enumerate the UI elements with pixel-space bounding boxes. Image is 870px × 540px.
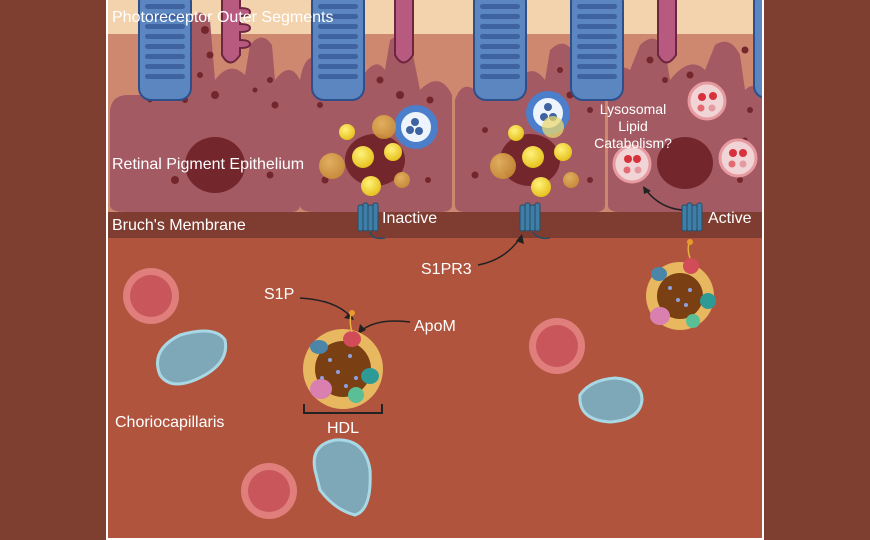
nucleus [657, 137, 713, 189]
label-choriocapillaris: Choriocapillaris [115, 414, 224, 431]
rod-outer-segment [138, 0, 192, 101]
lysosome [718, 138, 758, 178]
label-s1pr3: S1PR3 [421, 261, 472, 278]
lysosome [612, 144, 652, 184]
arrow-apom [361, 320, 411, 331]
label-lysosomal: Lysosomal [600, 101, 666, 117]
receptor-icon [681, 202, 703, 232]
red-blood-cell [529, 318, 585, 374]
nucleus [185, 137, 245, 193]
receptor-icon [357, 202, 386, 240]
cone-outer-segment [394, 0, 414, 64]
label-bruchs-membrane: Bruch's Membrane [112, 217, 246, 234]
blue-blood-cell [312, 438, 372, 517]
label-s1p: S1P [264, 286, 294, 303]
cone-outer-segments [221, 0, 677, 64]
red-blood-cell [123, 268, 179, 324]
cone-outer-segment [657, 0, 677, 64]
rod-outer-segment [570, 0, 624, 101]
arrow-s1p [299, 297, 351, 317]
bruchs-membrane [108, 212, 762, 238]
blue-blood-cell [578, 376, 644, 424]
arrow-to-lysosome [645, 189, 683, 211]
hdl-bracket [303, 404, 383, 414]
melanin-granules [147, 26, 753, 184]
label-inactive: Inactive [382, 210, 437, 227]
blue-blood-cell [156, 329, 228, 386]
label-apom: ApoM [414, 318, 456, 335]
cone-outer-segment [221, 0, 252, 64]
phagosome [394, 105, 438, 149]
hdl-particle [646, 239, 716, 330]
label-hdl: HDL [327, 420, 359, 437]
lysosomes [612, 81, 758, 184]
arrowheads [344, 186, 651, 334]
label-photoreceptor-layer: Photoreceptor Outer Segments [112, 9, 333, 26]
receptor-icon [519, 202, 551, 240]
rod-outer-segment [753, 0, 762, 99]
hdl-particle [303, 310, 383, 409]
label-rpe-layer: Retinal Pigment Epithelium [112, 156, 304, 173]
lysosome [687, 81, 727, 121]
label-catabolism: Catabolism? [594, 135, 672, 151]
photoreceptor-layer [108, 0, 762, 34]
label-lipid: Lipid [618, 118, 648, 134]
lipid-droplets [319, 115, 579, 197]
red-blood-cell [241, 463, 297, 519]
rod-outer-segments [138, 0, 762, 101]
rod-outer-segment [311, 0, 365, 101]
label-active: Active [708, 210, 752, 227]
rod-outer-segment [473, 0, 527, 101]
